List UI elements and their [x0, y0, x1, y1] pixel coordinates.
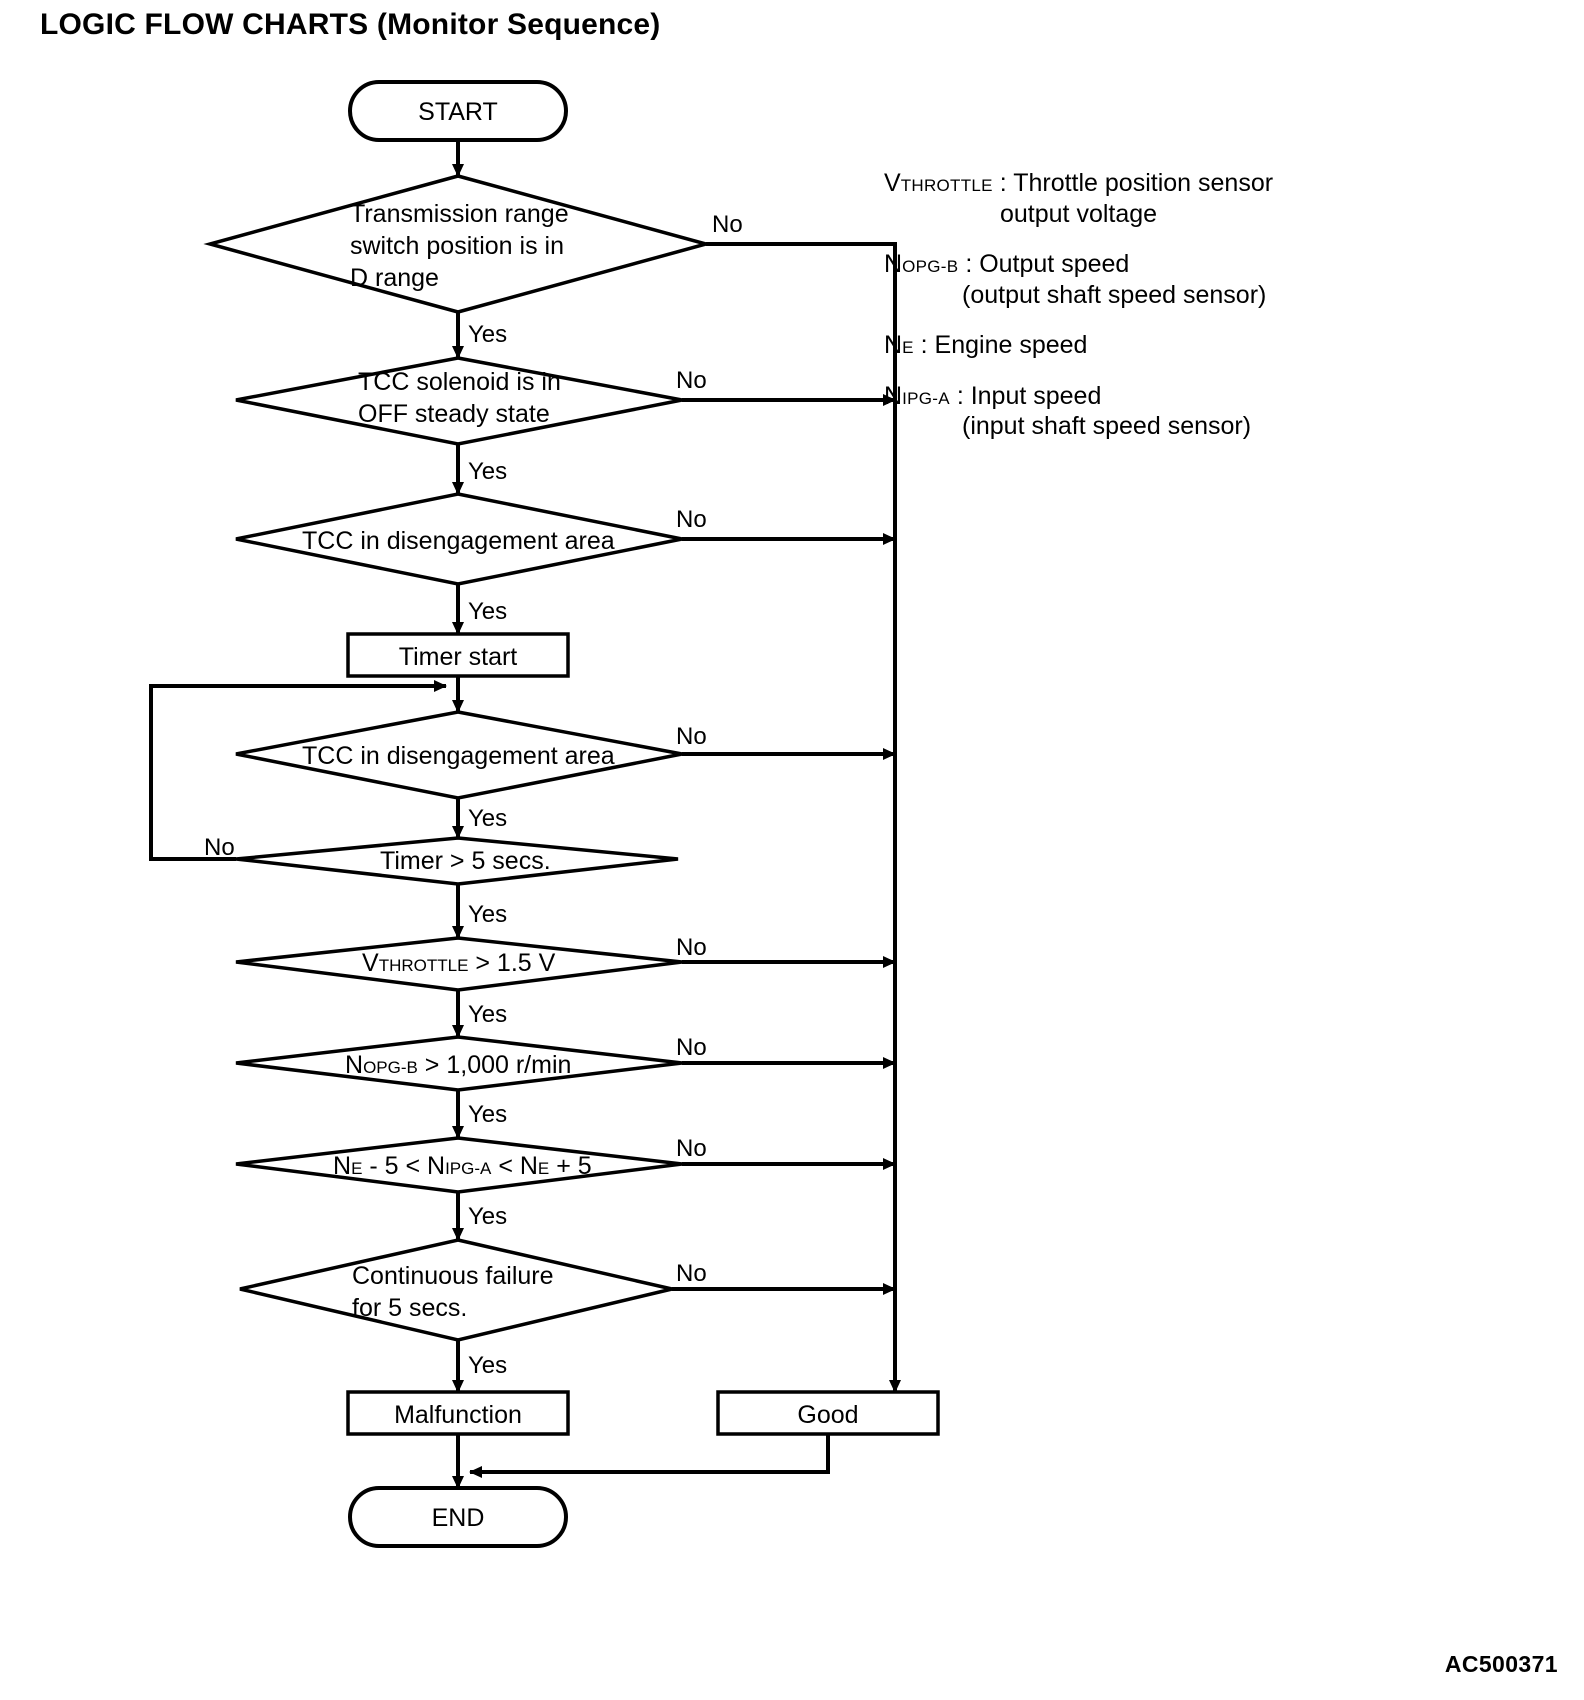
decision-2-line-1: TCC solenoid is in: [358, 368, 561, 396]
decision-1-line-3: D range: [350, 264, 439, 292]
legend-ne-line-1: NE : Engine speed: [884, 330, 1524, 361]
decision-input-speed-window: NE - 5 < NIPG-A < NE + 5: [235, 1136, 683, 1194]
decision-throttle-voltage: VTHROTTLE > 1.5 V: [235, 936, 683, 992]
legend-nopgb-symbol: N: [884, 250, 903, 278]
legend-vthrottle-symbol: V: [884, 169, 901, 197]
decision-timer-5-secs: Timer > 5 secs.: [235, 836, 679, 886]
branch-label-yes-9: Yes: [468, 1352, 507, 1379]
node-timer-start: Timer start: [346, 632, 570, 678]
decision-9-line-2: for 5 secs.: [352, 1294, 467, 1322]
legend-item-ne: NE : Engine speed: [884, 330, 1524, 361]
legend-vthrottle-desc: : Throttle position sensor: [999, 169, 1274, 197]
node-good: Good: [716, 1390, 940, 1436]
legend-vthrottle-line-2: output voltage: [1000, 199, 1158, 228]
decision-8-subscript-1: E: [351, 1159, 362, 1178]
branch-label-no-9: No: [676, 1260, 707, 1287]
branch-label-yes-4: Yes: [468, 805, 507, 832]
branch-label-yes-8: Yes: [468, 1203, 507, 1230]
decision-6-subscript: THROTTLE: [379, 956, 469, 975]
legend-vthrottle-subscript: THROTTLE: [900, 176, 993, 195]
edge-good-to-merge: [469, 1434, 830, 1478]
branch-label-no-6: No: [676, 934, 707, 961]
node-start-label: START: [418, 98, 498, 126]
decision-6-rest: > 1.5 V: [468, 949, 555, 977]
decision-6-symbol: V: [362, 949, 379, 977]
decision-6-text: VTHROTTLE > 1.5 V: [362, 949, 556, 977]
legend-nipga-desc: : Input speed: [956, 381, 1102, 410]
legend-nipga-subscript: IPG-A: [902, 388, 950, 408]
node-malfunction-label: Malfunction: [394, 1401, 522, 1429]
branch-label-yes-3: Yes: [468, 598, 507, 625]
legend-nipga-symbol: N: [884, 381, 903, 410]
legend-item-nipga: NIPG-A : Input speed (input shaft speed …: [884, 381, 1524, 442]
branch-label-yes-7: Yes: [468, 1101, 507, 1128]
branch-label-no-2: No: [676, 367, 707, 394]
branch-label-no-5: No: [204, 834, 235, 861]
legend-nipga-line-2: (input shaft speed sensor): [962, 412, 1252, 440]
legend-ne-symbol: N: [884, 331, 903, 359]
legend-nopgb-line-1: NOPG-B : Output speed: [884, 249, 1524, 280]
decision-8-subscript-3: E: [538, 1159, 549, 1178]
legend-ne-desc: : Engine speed: [920, 331, 1088, 359]
decision-7-rest: > 1,000 r/min: [418, 1051, 572, 1079]
legend-nopgb-line-2: (output shaft speed sensor): [962, 280, 1267, 309]
decision-1-line-1: Transmission range: [350, 200, 569, 228]
decision-tcc-disengagement-2: TCC in disengagement area: [235, 710, 683, 800]
decision-8-mid-1: - 5 < N: [362, 1152, 445, 1180]
branch-label-no-8: No: [676, 1135, 707, 1162]
decision-1-line-2: switch position is in: [350, 232, 564, 260]
decision-transmission-range: Transmission range switch position is in…: [203, 174, 713, 314]
document-code: AC500371: [1444, 1651, 1558, 1677]
legend-item-nopgb: NOPG-B : Output speed (output shaft spee…: [884, 249, 1524, 310]
branch-label-no-4: No: [676, 723, 707, 750]
decision-3-line-1: TCC in disengagement area: [302, 527, 615, 555]
node-end-label: END: [432, 1504, 485, 1532]
legend-ne-subscript: E: [902, 338, 914, 357]
branch-label-no-1: No: [712, 211, 743, 238]
branch-label-no-3: No: [676, 506, 707, 533]
node-start: START: [348, 80, 568, 142]
decision-9-line-1: Continuous failure: [352, 1262, 554, 1290]
edge-d5-no-loopback: [149, 680, 447, 861]
decision-output-speed: NOPG-B > 1,000 r/min: [235, 1035, 683, 1092]
decision-8-symbol-1: N: [333, 1152, 351, 1180]
decision-continuous-failure: Continuous failure for 5 secs.: [239, 1238, 673, 1342]
branch-label-yes-5: Yes: [468, 901, 507, 928]
branch-label-yes-2: Yes: [468, 458, 507, 485]
decision-8-mid-2: < N: [491, 1152, 538, 1180]
decision-8-text: NE - 5 < NIPG-A < NE + 5: [333, 1152, 592, 1180]
legend-nopgb-desc: : Output speed: [965, 250, 1130, 278]
branch-label-yes-6: Yes: [468, 1001, 507, 1028]
decision-8-end: + 5: [549, 1152, 591, 1180]
node-timer-start-label: Timer start: [399, 643, 518, 671]
decision-tcc-solenoid-off: TCC solenoid is in OFF steady state: [235, 356, 683, 446]
branch-label-no-7: No: [676, 1034, 707, 1061]
node-end: END: [348, 1486, 568, 1548]
decision-tcc-disengagement-1: TCC in disengagement area: [235, 492, 683, 586]
branch-label-yes-1: Yes: [468, 321, 507, 348]
decision-2-line-2: OFF steady state: [358, 400, 550, 428]
page-title: LOGIC FLOW CHARTS (Monitor Sequence): [40, 8, 661, 41]
legend-vthrottle-line-1: VTHROTTLE : Throttle position sensor: [884, 168, 1524, 199]
node-good-label: Good: [797, 1401, 858, 1429]
decision-7-text: NOPG-B > 1,000 r/min: [345, 1051, 571, 1079]
legend-nipga-line-1: NIPG-A : Input speed: [884, 381, 1524, 412]
decision-8-subscript-2: IPG-A: [445, 1159, 492, 1178]
decision-7-subscript: OPG-B: [363, 1058, 418, 1077]
legend-item-vthrottle: VTHROTTLE : Throttle position sensor out…: [884, 168, 1524, 229]
legend: VTHROTTLE : Throttle position sensor out…: [884, 168, 1524, 462]
decision-7-symbol: N: [345, 1051, 363, 1079]
legend-nopgb-subscript: OPG-B: [902, 257, 959, 276]
node-malfunction: Malfunction: [346, 1390, 570, 1436]
decision-5-line-1: Timer > 5 secs.: [380, 847, 551, 875]
decision-4-line-1: TCC in disengagement area: [302, 742, 615, 770]
